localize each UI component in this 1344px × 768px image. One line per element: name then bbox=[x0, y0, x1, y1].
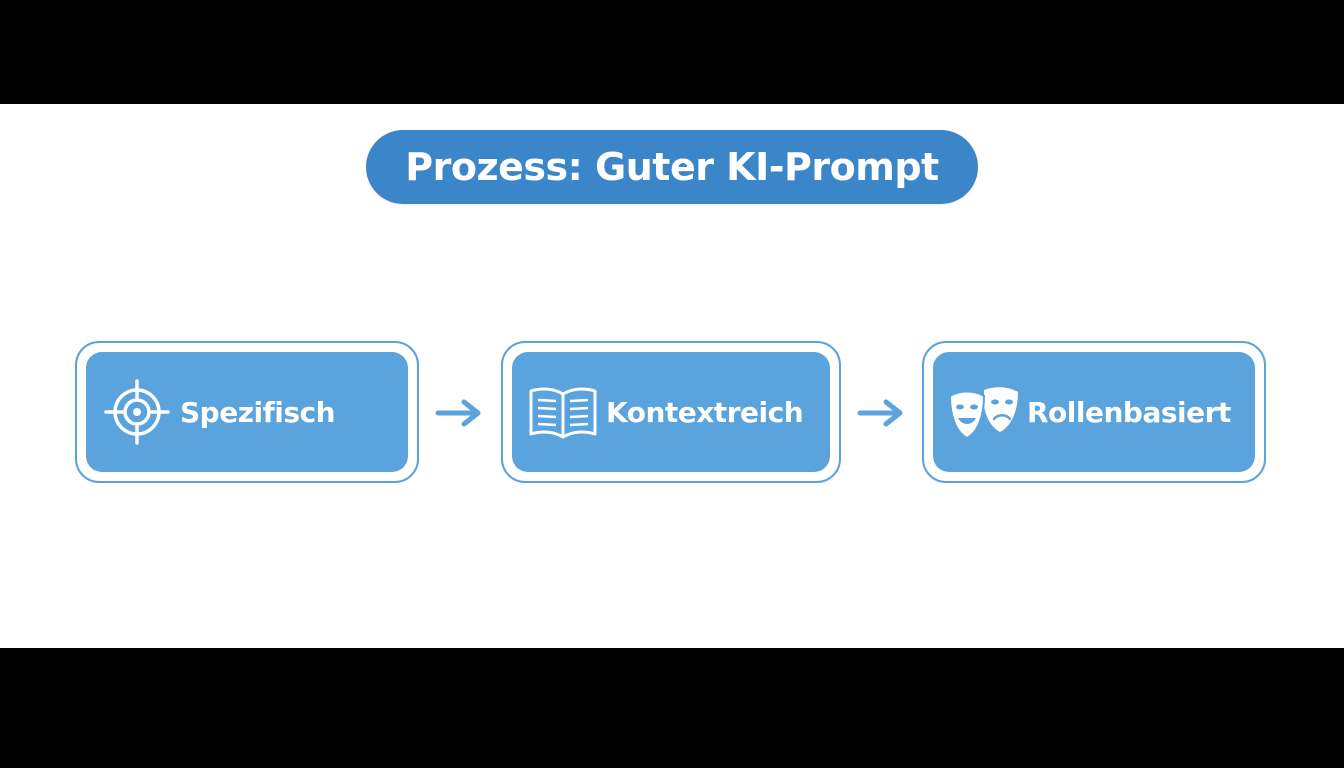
step-spezifisch: Spezifisch bbox=[75, 341, 419, 483]
step-label: Spezifisch bbox=[180, 395, 336, 429]
letterbox-top bbox=[0, 0, 1344, 104]
step-rollenbasiert: Rollenbasiert bbox=[922, 341, 1266, 483]
arrow-right-icon bbox=[435, 399, 481, 427]
step-label: Kontextreich bbox=[606, 395, 804, 429]
diagram-title: Prozess: Guter KI-Prompt bbox=[405, 145, 939, 189]
step-box: Spezifisch bbox=[86, 352, 408, 472]
theater-masks-icon bbox=[947, 375, 1021, 449]
open-book-icon bbox=[526, 375, 600, 449]
step-box: Kontextreich bbox=[512, 352, 830, 472]
letterbox-bottom bbox=[0, 648, 1344, 768]
arrow-right-icon bbox=[857, 399, 903, 427]
title-banner: Prozess: Guter KI-Prompt bbox=[366, 130, 978, 204]
step-label: Rollenbasiert bbox=[1027, 395, 1231, 429]
target-icon bbox=[100, 375, 174, 449]
step-box: Rollenbasiert bbox=[933, 352, 1255, 472]
step-kontextreich: Kontextreich bbox=[501, 341, 841, 483]
